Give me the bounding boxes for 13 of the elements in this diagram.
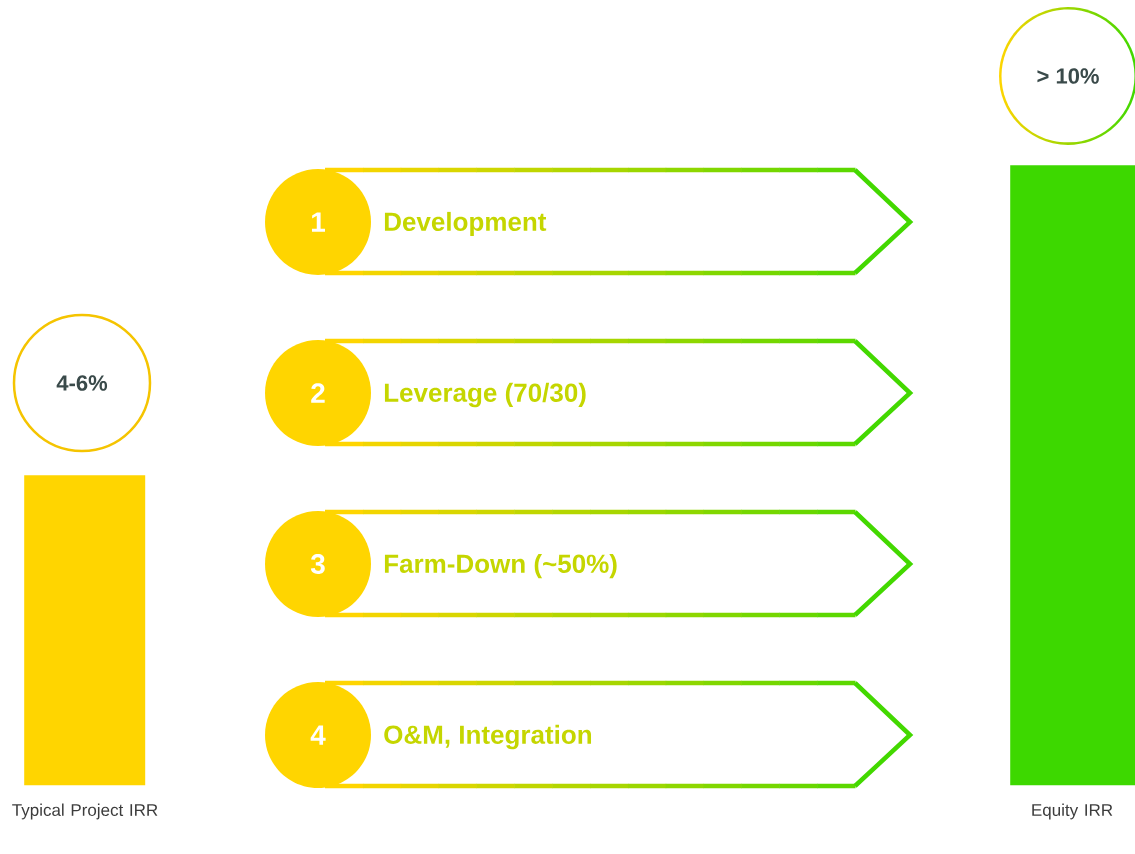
step-label: Farm-Down (~50%)	[384, 553, 617, 579]
chevron-arrow	[325, 338, 914, 447]
chevron-arrow	[325, 509, 914, 618]
step-label: Leverage (70/30)	[384, 382, 586, 408]
step-label: Development	[384, 211, 547, 237]
node-label: > 10%	[1037, 68, 1099, 84]
bar-label: Typical Project IRR	[12, 803, 158, 820]
chevron-arrow	[325, 167, 914, 276]
bar	[1010, 165, 1135, 786]
bar	[24, 475, 146, 786]
chevron-arrow	[325, 680, 914, 789]
step-label: O&M, Integration	[384, 724, 591, 750]
bar-label: Equity IRR	[1032, 803, 1113, 820]
